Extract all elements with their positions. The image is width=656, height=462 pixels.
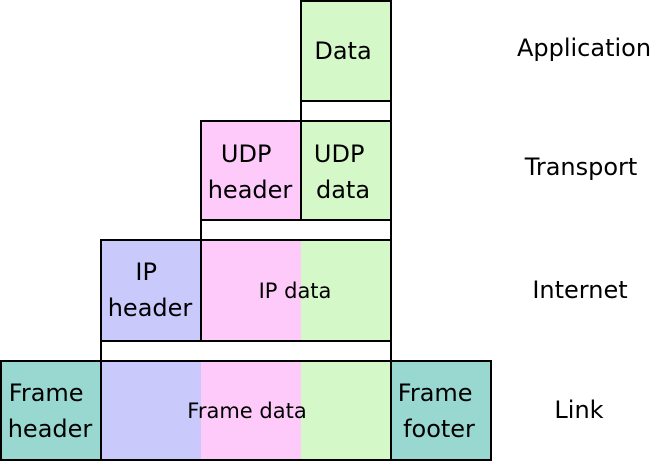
udp-header-line-1: UDP — [221, 140, 272, 168]
ip-header-block — [100, 239, 202, 342]
frame-header-block — [0, 360, 102, 461]
udp-header-line-2: header — [208, 176, 293, 204]
connector-transport-internet — [200, 219, 392, 241]
ip-data-label: IP data — [259, 279, 332, 303]
ip-header-line-2: header — [108, 294, 193, 322]
frame-data-udp-data-segment — [301, 361, 391, 460]
frame-data-udp-header-segment — [201, 361, 301, 460]
frame-footer-line-1: Frame — [398, 379, 473, 407]
layer-label-transport: Transport — [524, 153, 638, 181]
udp-data-line-1: UDP — [314, 140, 365, 168]
frame-data-ip-header-segment — [101, 361, 201, 460]
application-data-label: Data — [314, 37, 371, 65]
ip-header-line-1: IP — [135, 258, 157, 286]
frame-footer-block — [390, 360, 492, 461]
udp-header-block — [200, 120, 302, 221]
frame-header-label: Frame header — [8, 379, 93, 443]
udp-header-label: UDP header — [208, 140, 293, 204]
frame-header-line-1: Frame — [9, 379, 84, 407]
frame-data-label: Frame data — [187, 399, 306, 423]
frame-footer-label: Frame footer — [398, 379, 480, 443]
application-data-block — [300, 0, 392, 102]
layer-label-internet: Internet — [532, 276, 627, 304]
ip-data-udp-header-segment — [201, 240, 301, 341]
udp-data-line-2: data — [316, 176, 370, 204]
connector-application-transport — [300, 100, 392, 122]
ip-data-udp-data-segment — [301, 240, 391, 341]
udp-data-block — [300, 120, 392, 221]
layer-label-link: Link — [554, 396, 603, 424]
layer-label-application: Application — [517, 34, 651, 62]
udp-data-label: UDP data — [314, 140, 372, 204]
frame-header-line-2: header — [8, 415, 93, 443]
ip-header-label: IP header — [108, 258, 193, 322]
frame-footer-line-2: footer — [403, 415, 475, 443]
connector-internet-link — [100, 340, 392, 362]
